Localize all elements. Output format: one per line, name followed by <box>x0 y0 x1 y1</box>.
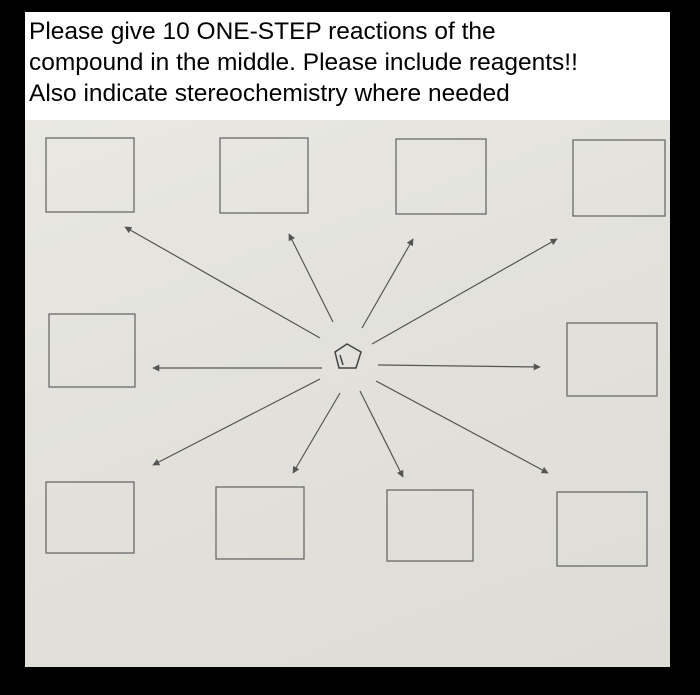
product-box-top-3 <box>395 138 487 215</box>
product-box-mid-right <box>566 322 658 397</box>
reaction-arrow-top-center-right <box>361 238 414 329</box>
reaction-arrow-bottom-center-right <box>359 390 404 478</box>
question-text: Please give 10 ONE-STEP reactions of the… <box>29 16 669 109</box>
product-box-bottom-4 <box>556 491 648 567</box>
screenshot-frame: Please give 10 ONE-STEP reactions of the… <box>25 12 670 667</box>
reaction-arrow-top-left <box>124 226 321 339</box>
question-line-2: compound in the middle. Please include r… <box>29 49 578 76</box>
product-box-top-2 <box>219 137 309 214</box>
product-box-bottom-1 <box>45 481 135 554</box>
question-line-3: Also indicate stereochemistry where need… <box>29 80 510 107</box>
product-box-top-4 <box>572 139 666 217</box>
worksheet-paper <box>25 120 670 667</box>
reaction-arrow-bottom-center-left <box>292 392 341 474</box>
reaction-arrow-bottom-left <box>152 378 321 466</box>
reaction-arrow-top-right <box>371 238 558 345</box>
question-line-1: Please give 10 ONE-STEP reactions of the <box>29 18 496 45</box>
product-box-bottom-3 <box>386 489 474 562</box>
reaction-arrow-top-center-left <box>288 233 334 323</box>
product-box-top-1 <box>45 137 135 213</box>
reaction-arrow-right <box>377 363 541 371</box>
cyclopentene-structure <box>334 343 362 369</box>
product-box-mid-left <box>48 313 136 388</box>
reaction-arrow-bottom-right <box>375 380 549 474</box>
product-box-bottom-2 <box>215 486 305 560</box>
